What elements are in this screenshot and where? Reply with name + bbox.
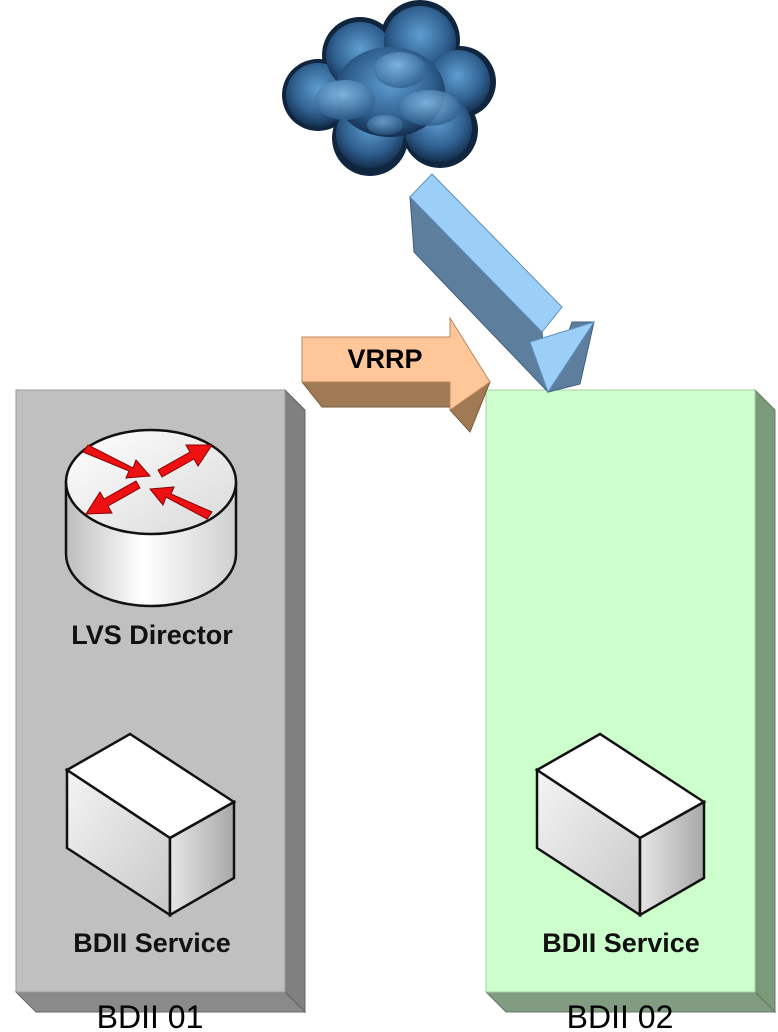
node-right-side-face bbox=[754, 388, 776, 1014]
node-bdii-02 bbox=[484, 388, 777, 1014]
lvs-director-label: LVS Director bbox=[71, 620, 233, 650]
node-left-side-face bbox=[284, 388, 306, 1014]
server-box-icon bbox=[534, 732, 707, 918]
server-box-icon bbox=[64, 732, 237, 918]
router-icon bbox=[64, 428, 238, 608]
vrrp-arrow: VRRP bbox=[300, 316, 492, 433]
vrrp-label: VRRP bbox=[347, 344, 422, 374]
incoming-traffic-arrow bbox=[409, 173, 596, 394]
left-service-label: BDII Service bbox=[73, 928, 231, 958]
cloud-icon bbox=[282, 0, 496, 176]
node-left-name: BDII 01 bbox=[97, 999, 204, 1032]
right-service-label: BDII Service bbox=[542, 928, 700, 958]
node-right-name: BDII 02 bbox=[567, 999, 674, 1032]
